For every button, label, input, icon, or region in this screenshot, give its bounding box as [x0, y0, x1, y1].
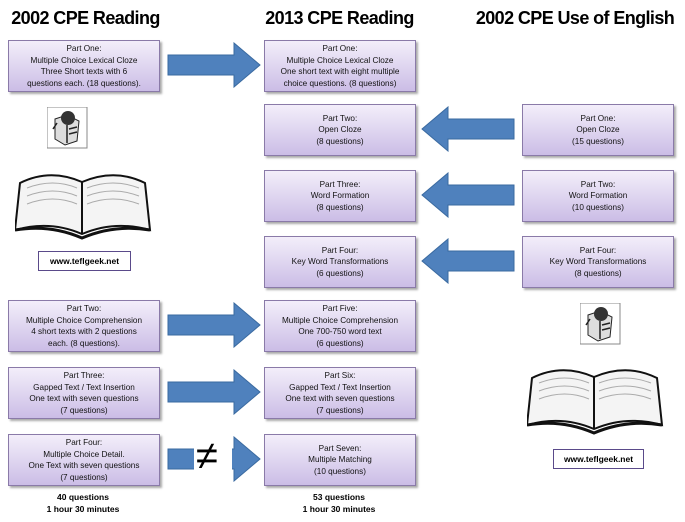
- box-line: (8 questions): [574, 268, 622, 278]
- box-line: (7 questions): [60, 405, 108, 415]
- arrow-right-icon: [167, 436, 261, 482]
- middle-part-box: Part Four: Key Word Transformations(6 que…: [264, 236, 416, 288]
- box-line: Word Formation: [310, 191, 370, 201]
- box-line: Open Cloze: [576, 125, 620, 135]
- box-line: Multiple Choice Comprehension: [281, 315, 399, 325]
- box-line: (6 questions): [316, 268, 364, 278]
- box-line: (10 questions): [314, 466, 366, 476]
- box-line: Part Six:: [324, 371, 356, 380]
- total-time: 1 hour 30 minutes: [302, 504, 376, 514]
- right-part-box: Part One: Open Cloze(15 questions): [522, 104, 674, 156]
- box-line: Part Two:: [66, 304, 102, 313]
- box-line: Word Formation: [568, 191, 628, 201]
- box-line: each. (8 questions).: [48, 338, 120, 348]
- arrow-left-icon: [421, 106, 515, 152]
- right-part-box: Part Four: Key Word Transformations(8 que…: [522, 236, 674, 288]
- box-line: Open Cloze: [318, 125, 362, 135]
- box-line: Part One:: [322, 44, 358, 53]
- not-equal-symbol: ≠: [196, 434, 218, 478]
- box-line: Part Two:: [322, 113, 358, 123]
- box-line: Multiple Matching: [308, 455, 372, 465]
- box-line: One text with seven questions: [29, 394, 139, 403]
- middle-part-box: Part Seven: Multiple Matching(10 question…: [264, 434, 416, 486]
- box-line: Part Four:: [579, 245, 617, 255]
- box-line: Multiple Choice Detail.: [43, 449, 125, 459]
- box-line: Part Three:: [319, 179, 361, 189]
- open-book-icon: [527, 368, 664, 435]
- total-2013: 53 questions 1 hour 30 minutes: [264, 491, 414, 515]
- box-line: Three Short texts with 6: [40, 67, 128, 76]
- arrow-left-icon: [421, 172, 515, 218]
- box-line: Part Seven:: [318, 443, 362, 453]
- heading-2013-reading: 2013 CPE Reading: [265, 8, 414, 28]
- box-line: Multiple Choice Lexical Cloze: [286, 55, 394, 65]
- box-line: 4 short texts with 2 questions: [31, 327, 137, 336]
- left-part-box: Part Four: Multiple Choice Detail. One Tex…: [8, 434, 160, 486]
- total-2002: 40 questions 1 hour 30 minutes: [8, 491, 158, 515]
- left-part-box: Part Two: Multiple Choice Comprehension 4 …: [8, 300, 160, 352]
- reader-icon: [47, 107, 88, 149]
- right-part-box: Part Two: Word Formation(10 questions): [522, 170, 674, 222]
- box-line: (6 questions): [316, 338, 364, 348]
- box-line: (7 questions): [316, 405, 364, 415]
- heading-2002-use-of-english: 2002 CPE Use of English: [475, 8, 675, 28]
- box-line: Gapped Text / Text Insertion: [33, 382, 135, 392]
- middle-part-box: Part Two: Open Cloze(8 questions): [264, 104, 416, 156]
- box-line: Part One:: [580, 113, 616, 123]
- box-line: One text with seven questions: [285, 394, 395, 403]
- box-line: Key Word Transformations: [291, 257, 389, 267]
- box-line: (8 questions): [316, 202, 364, 212]
- reader-icon: [580, 303, 621, 345]
- total-time: 1 hour 30 minutes: [46, 504, 120, 514]
- open-book-icon: [15, 173, 152, 240]
- box-line: One 700-750 word text: [298, 327, 382, 336]
- box-line: Key Word Transformations: [549, 257, 647, 267]
- box-line: (7 questions): [60, 472, 108, 482]
- arrow-right-icon: [167, 42, 261, 88]
- arrow-right-icon: [167, 369, 261, 415]
- box-line: Gapped Text / Text Insertion: [289, 382, 391, 392]
- box-line: One Text with seven questions: [28, 461, 140, 470]
- teflgeek-link[interactable]: www.teflgeek.net: [38, 251, 131, 271]
- box-line: Multiple Choice Comprehension: [25, 315, 143, 325]
- total-questions: 53 questions: [313, 492, 365, 502]
- box-line: Part Three:: [63, 371, 105, 380]
- arrow-right-icon: [167, 302, 261, 348]
- box-line: Multiple Choice Lexical Cloze: [30, 55, 138, 65]
- box-line: Part Five:: [322, 304, 358, 313]
- box-line: Part Four:: [65, 438, 103, 447]
- box-line: (15 questions): [572, 136, 624, 146]
- box-line: (10 questions): [572, 202, 624, 212]
- arrow-left-icon: [421, 238, 515, 284]
- heading-2002-reading: 2002 CPE Reading: [11, 8, 160, 28]
- box-line: Part One:: [66, 44, 102, 53]
- box-line: One short text with eight multiple: [280, 67, 400, 76]
- box-line: questions each. (18 questions).: [27, 78, 141, 88]
- middle-part-box: Part Three: Word Formation(8 questions): [264, 170, 416, 222]
- box-line: Part Two:: [580, 179, 616, 189]
- box-line: Part Four:: [321, 245, 359, 255]
- box-line: choice questions. (8 questions): [283, 78, 397, 88]
- total-questions: 40 questions: [57, 492, 109, 502]
- box-line: (8 questions): [316, 136, 364, 146]
- teflgeek-link[interactable]: www.teflgeek.net: [553, 449, 644, 469]
